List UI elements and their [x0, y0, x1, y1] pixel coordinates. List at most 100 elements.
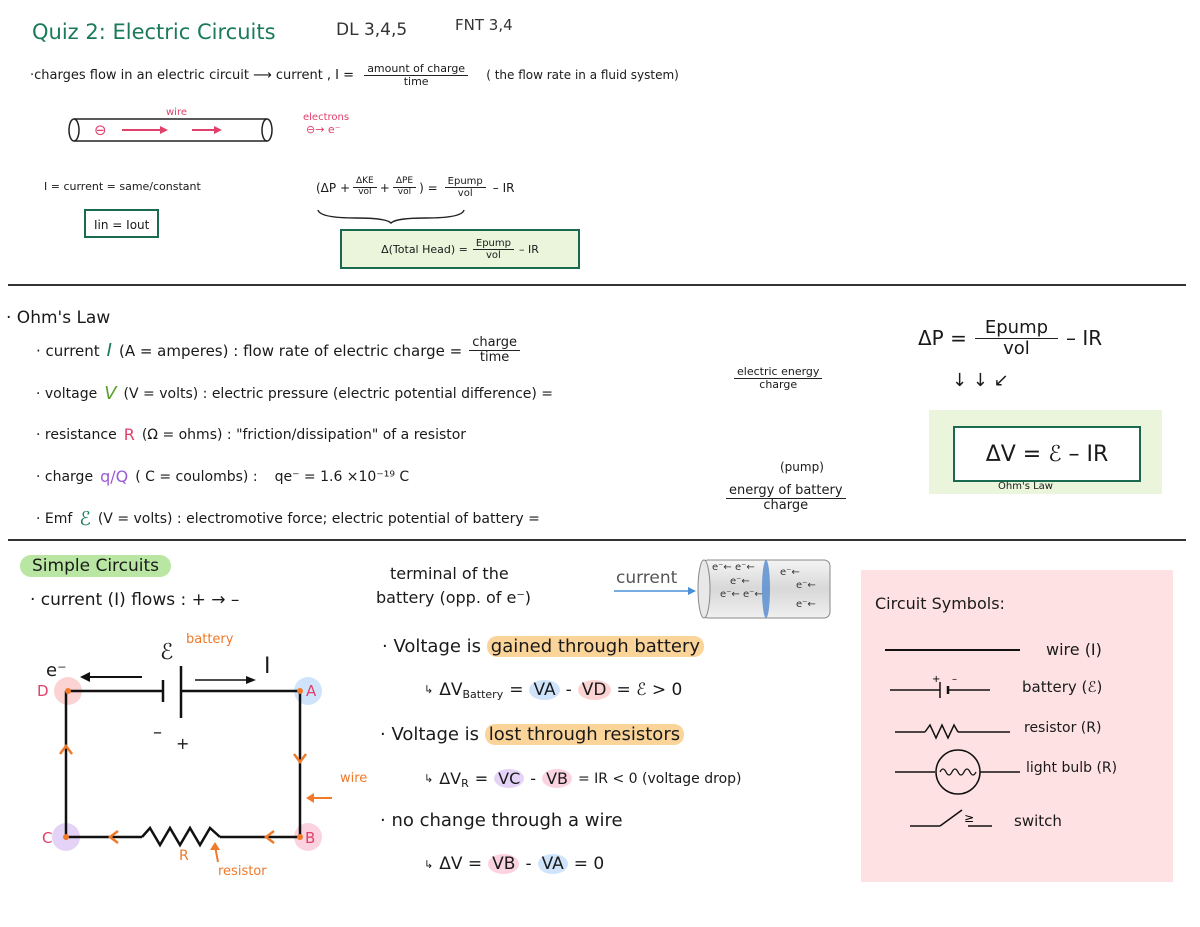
total-head-left: Δ(Total Head) = — [381, 242, 468, 256]
fnt-reference: FNT 3,4 — [455, 16, 513, 34]
voltage-lost-line: · Voltage is lost through resistors — [380, 724, 685, 745]
symbol-glyphs: + – ≥ — [885, 649, 1020, 827]
node-d: D — [37, 682, 49, 700]
vc-bubble: VC — [494, 769, 525, 788]
battery-minus: – — [153, 722, 162, 743]
circuit-symbols-panel — [861, 570, 1173, 882]
electron-symbol: ⊖→ e⁻ — [306, 123, 341, 136]
wire-diagram — [68, 118, 273, 142]
emf-pump: (pump) — [780, 460, 824, 474]
battery-plus: + — [176, 734, 190, 753]
total-head-den: vol — [486, 249, 501, 261]
current-def-num: charge — [469, 335, 520, 352]
circuit-e-minus: e⁻ — [46, 660, 67, 681]
symbol-label-resistor: resistor (R) — [1024, 720, 1102, 736]
voltage-row: · voltage V (V = volts) : electric press… — [36, 383, 553, 404]
voltage-def-fraction: electric energy charge — [734, 365, 823, 391]
total-head-right: – IR — [518, 242, 539, 256]
va-bubble-2: VA — [537, 854, 568, 874]
wire-minus-sign: ⊖ — [94, 121, 107, 139]
pump-den: vol — [457, 188, 473, 199]
dv-battery-a: ΔV — [439, 679, 463, 700]
intro-text: ·charges flow in an electric circuit ⟶ c… — [30, 68, 355, 84]
dv-formula: ΔV = ℰ – IR — [985, 441, 1109, 467]
resistor-voltage-rest: = IR < 0 (voltage drop) — [578, 770, 742, 787]
tube-electron-1: e⁻← e⁻← — [712, 562, 755, 573]
ke-fraction: ΔKE vol — [353, 176, 377, 198]
current-constant-text: I = current = same/constant — [44, 180, 201, 193]
intro-line: ·charges flow in an electric circuit ⟶ c… — [30, 62, 679, 89]
pe-den: vol — [397, 187, 412, 197]
node-a: A — [306, 682, 317, 700]
electrons-label: electrons — [303, 112, 350, 123]
voltage-symbol: V — [104, 383, 117, 404]
resistance-symbol: R — [123, 425, 135, 444]
dp-arrows: ↓ ↓ ↙ — [952, 370, 1009, 391]
voltage-gained-text: · Voltage is — [382, 636, 482, 657]
node-c: C — [42, 829, 53, 847]
circuit-resistor-label: resistor — [218, 864, 267, 879]
tube-electron-3: e⁻← e⁻← — [720, 589, 763, 600]
dp-den: vol — [1003, 337, 1030, 359]
dp-num: Epump — [974, 318, 1059, 339]
eq-equals: ) = — [419, 180, 438, 195]
current-desc: (A = amperes) : flow rate of electric ch… — [118, 341, 463, 360]
symbol-label-bulb: light bulb (R) — [1026, 760, 1118, 776]
dp-fraction: Epump vol — [974, 318, 1059, 359]
tube-electron-2: e⁻← — [730, 576, 750, 587]
charge-symbol: q/Q — [100, 467, 129, 486]
current-image-label: current — [616, 568, 678, 588]
voltage-def-num: electric energy — [734, 365, 823, 380]
simple-circuits-title: Simple Circuits — [20, 555, 172, 577]
pump-fraction: Epump vol — [444, 176, 486, 199]
dv-battery-sub: Battery — [462, 688, 504, 701]
dv-caption: Ohm's Law — [998, 481, 1053, 492]
tube-electron-4: e⁻← — [780, 567, 800, 578]
eq-left: (ΔP + — [316, 180, 350, 195]
symbol-label-wire: wire (I) — [1046, 640, 1102, 659]
voltage-lost-highlight: lost through resistors — [484, 724, 685, 745]
emf-def-fraction: energy of battery charge — [726, 483, 846, 514]
ke-den: vol — [358, 187, 372, 197]
node-b: B — [305, 829, 316, 847]
current-fraction: amount of charge time — [364, 62, 469, 89]
charge-label: · charge — [36, 468, 94, 485]
total-head-box: Δ(Total Head) = Epump vol – IR — [340, 229, 580, 269]
no-change-line: · no change through a wire — [380, 810, 623, 831]
voltage-desc: (V = volts) : electric pressure (electri… — [123, 385, 554, 402]
fraction-denominator: time — [403, 75, 429, 89]
symbol-label-battery: battery (ℰ) — [1022, 678, 1103, 696]
divider-1 — [8, 284, 1186, 286]
total-head-num: Epump — [472, 238, 514, 250]
underbrace — [317, 209, 465, 224]
iin-iout-box: Iin = Iout — [84, 209, 160, 238]
circuit-battery-label: battery — [186, 632, 234, 647]
battery-voltage-rest: = ℰ > 0 — [616, 679, 683, 700]
electron-tube-image — [697, 559, 831, 619]
energy-equation: (ΔP + ΔKE vol + ΔPE vol ) = Epump vol – … — [316, 176, 515, 199]
voltage-label: · voltage — [36, 385, 98, 402]
wire-label: wire — [166, 107, 188, 118]
emf-desc: (V = volts) : electromotive force; elect… — [97, 511, 540, 527]
dv-r-a: ΔV — [439, 769, 462, 788]
resistance-label: · resistance — [36, 426, 117, 443]
pe-fraction: ΔPE vol — [392, 176, 417, 198]
vb-bubble: VB — [542, 769, 572, 788]
circuit-emf: ℰ — [160, 640, 174, 665]
charge-value: qe⁻ = 1.6 ×10⁻¹⁹ C — [274, 468, 410, 485]
svg-text:≥: ≥ — [964, 811, 974, 825]
terminal-line-1: terminal of the — [390, 564, 509, 583]
voltage-lost-text: · Voltage is — [380, 724, 480, 745]
charge-desc: ( C = coulombs) : — [135, 468, 258, 485]
emf-def-den: charge — [763, 498, 809, 514]
circuit-diagram — [52, 666, 332, 863]
current-row: · current I (A = amperes) : flow rate of… — [36, 335, 520, 366]
pe-num: ΔPE — [392, 176, 417, 188]
iin-iout: Iin = Iout — [94, 218, 150, 232]
current-arrow — [614, 587, 696, 595]
circuit-symbols-title: Circuit Symbols: — [875, 594, 1005, 613]
emf-def-num: energy of battery — [726, 483, 846, 500]
dp-formula: ΔP = Epump vol – IR — [918, 318, 1102, 359]
current-symbol: I — [106, 340, 112, 362]
